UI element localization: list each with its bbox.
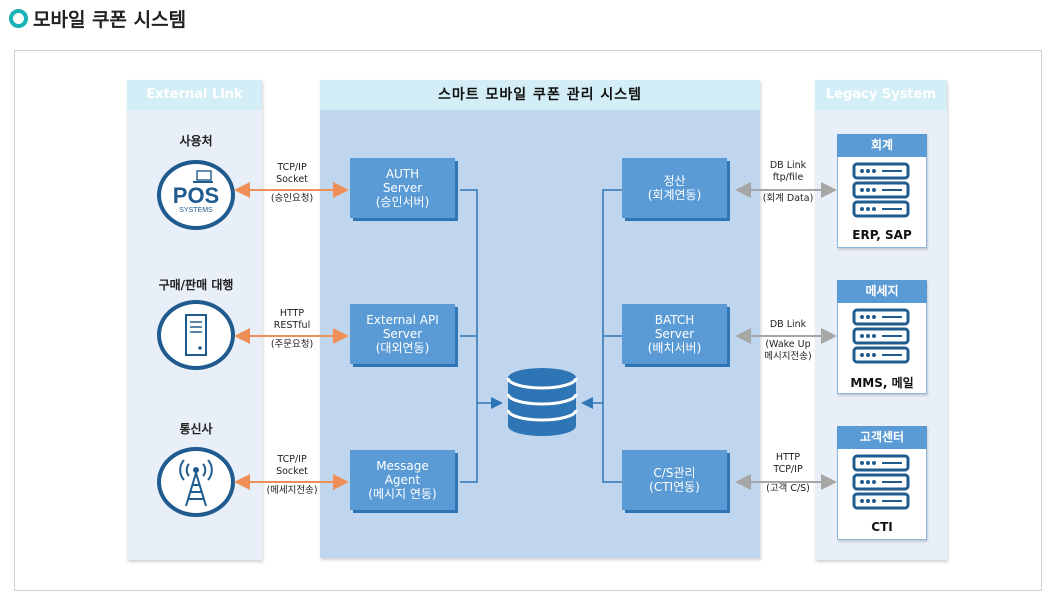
external-api-server-box: External API Server (대외연동)	[350, 304, 455, 364]
legacy-card-title: 메세지	[837, 280, 927, 303]
external-item-title: 통신사	[179, 422, 213, 436]
link-protocol: TCP/IP	[773, 464, 803, 475]
box-line: (회계연동)	[647, 188, 702, 202]
link-purpose: (메세지전송)	[266, 485, 318, 496]
box-line: (배치서버)	[647, 341, 702, 355]
external-item-title: 사용처	[179, 134, 213, 148]
box-line: Server	[382, 327, 423, 341]
server-rack-icon	[852, 308, 910, 368]
external-link-header: External Link	[127, 80, 262, 110]
link-purpose: (Wake Up	[765, 339, 811, 350]
box-line: External API	[366, 313, 439, 327]
link-purpose: (고객 C/S)	[766, 483, 810, 494]
external-item-title: 구매/판매 대행	[158, 278, 234, 292]
server-rack-icon	[852, 162, 910, 222]
server-tower-icon	[157, 300, 235, 370]
settlement-box: 정산 (회계연동)	[622, 158, 727, 218]
legacy-system-header: Legacy System	[815, 80, 947, 110]
legacy-card-title: 고객센터	[837, 426, 927, 449]
box-line: (메시지 연동)	[368, 487, 437, 501]
link-protocol: DB Link	[769, 160, 807, 171]
radio-tower-icon	[157, 447, 235, 517]
auth-server-box: AUTH Server (승인서버)	[350, 158, 455, 218]
message-agent-box: Message Agent (메시지 연동)	[350, 450, 455, 510]
box-line: Message	[376, 459, 429, 473]
box-line: C/S관리	[653, 466, 696, 480]
cs-management-box: C/S관리 (CTI연동)	[622, 450, 727, 510]
pos-sub-text: SYSTEMS	[179, 207, 213, 214]
link-protocol: TCP/IP	[277, 162, 307, 173]
server-rack-icon	[852, 454, 910, 514]
box-line: Server	[654, 327, 695, 341]
link-protocol: DB Link	[769, 319, 807, 330]
link-purpose: (승인요청)	[270, 193, 314, 204]
link-protocol: HTTP	[775, 452, 801, 463]
batch-server-box: BATCH Server (배치서버)	[622, 304, 727, 364]
link-protocol: HTTP	[279, 308, 305, 319]
link-purpose: (회계 Data)	[762, 193, 814, 204]
link-purpose: 메시지전송)	[764, 351, 812, 362]
center-system-header: 스마트 모바일 쿠폰 관리 시스템	[320, 80, 760, 110]
box-line: (승인서버)	[375, 195, 430, 209]
page-title: 모바일 쿠폰 시스템	[33, 9, 187, 31]
box-line: 정산	[663, 174, 686, 188]
box-line: (CTI연동)	[649, 480, 700, 494]
link-purpose: (주문요청)	[270, 339, 314, 350]
legacy-card-title: 회계	[837, 134, 927, 157]
box-line: Agent	[384, 473, 421, 487]
pos-icon: POS SYSTEMS	[157, 160, 235, 230]
legacy-card-label: ERP, SAP	[852, 228, 912, 242]
link-protocol: ftp/file	[772, 172, 804, 183]
link-protocol: Socket	[276, 466, 308, 477]
link-protocol: TCP/IP	[277, 454, 307, 465]
box-line: (대외연동)	[375, 341, 430, 355]
pos-text: POS	[173, 183, 219, 208]
legacy-card-label: CTI	[871, 520, 893, 534]
link-protocol: RESTful	[273, 320, 311, 331]
title-ring-icon	[9, 9, 28, 28]
box-line: BATCH	[654, 313, 695, 327]
box-line: AUTH	[385, 167, 420, 181]
legacy-card-label: MMS, 메일	[850, 376, 914, 390]
link-protocol: Socket	[276, 174, 308, 185]
box-line: Server	[382, 181, 423, 195]
database-icon	[506, 366, 578, 442]
